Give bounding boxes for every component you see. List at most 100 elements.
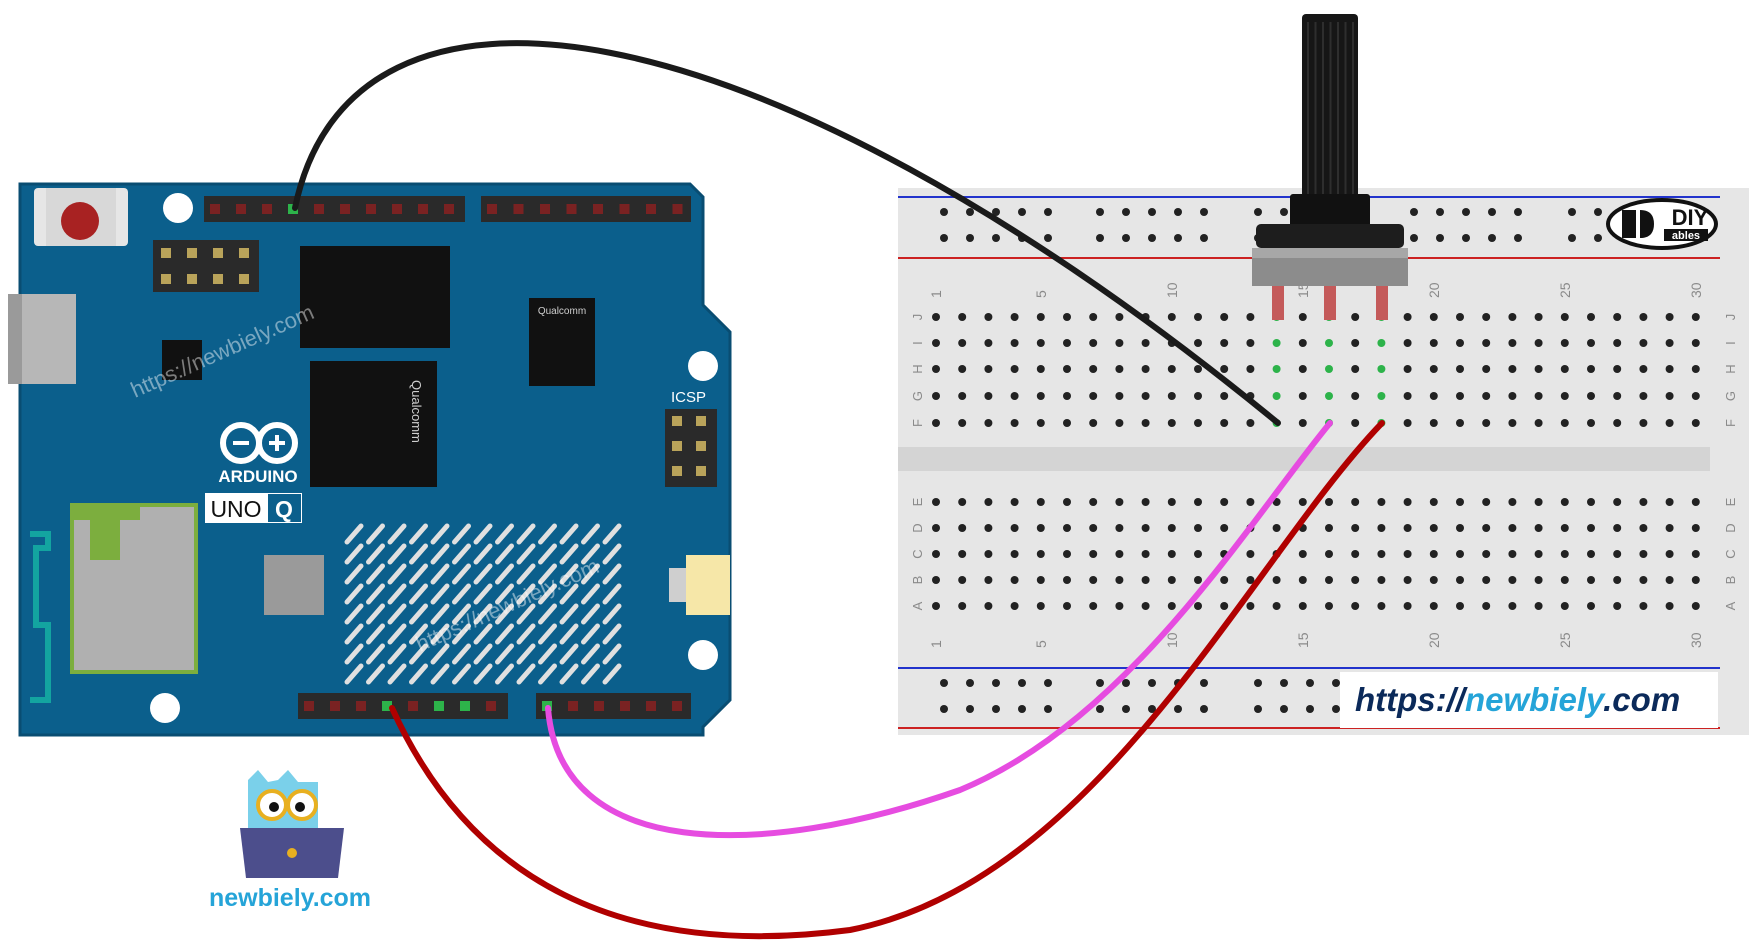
led-matrix-led — [452, 583, 471, 605]
breadboard-hole — [1141, 339, 1150, 347]
diyables-logo-sub: ables — [1672, 230, 1700, 242]
digital-header-right — [481, 196, 691, 222]
rail-hole — [1410, 234, 1418, 242]
breadboard-hole — [1639, 339, 1648, 347]
breadboard-hole — [1587, 602, 1595, 610]
breadboard-hole — [1665, 365, 1674, 373]
led-matrix-led — [387, 643, 407, 665]
header-pin — [566, 204, 577, 214]
breadboard-hole — [1246, 419, 1255, 427]
breadboard-hole — [1429, 313, 1438, 321]
column-number: 20 — [1426, 632, 1442, 648]
breadboard-hole — [1351, 602, 1360, 610]
breadboard-hole — [1560, 313, 1569, 321]
breadboard-hole — [1587, 339, 1595, 347]
column-number: 20 — [1426, 282, 1442, 298]
led-matrix-led — [366, 663, 385, 685]
led-matrix-led — [430, 643, 450, 665]
rail-hole — [1044, 705, 1052, 713]
breadboard-hole — [1639, 524, 1648, 532]
breadboard-hole — [1587, 550, 1595, 558]
breadboard-hole — [1325, 498, 1333, 506]
breadboard-hole — [1036, 524, 1045, 532]
small-header-pins — [161, 248, 249, 284]
led-matrix-led — [581, 563, 600, 585]
breadboard-hole — [958, 392, 967, 400]
breadboard-hole — [1220, 498, 1229, 506]
breadboard-hole — [1063, 498, 1071, 506]
rail-hole — [966, 208, 974, 216]
breadboard-hole — [984, 392, 993, 400]
breadboard-hole — [1167, 550, 1176, 558]
led-matrix-led — [581, 543, 600, 565]
led-matrix-led — [366, 563, 385, 585]
url-banner-bg — [1340, 672, 1718, 728]
breadboard-hole — [1665, 576, 1674, 584]
rail-hole — [966, 705, 974, 713]
led-matrix-led — [495, 523, 514, 545]
row-letter: G — [910, 391, 925, 401]
breadboard-hole — [1089, 392, 1098, 400]
analog-header — [536, 693, 691, 719]
led-matrix-led — [602, 623, 622, 645]
rail-hole — [940, 705, 948, 713]
column-number: 25 — [1557, 632, 1573, 648]
breadboard-hole — [984, 550, 993, 558]
breadboard-hole — [1010, 550, 1019, 558]
led-matrix-led — [409, 583, 428, 605]
breadboard-hole — [1063, 550, 1071, 558]
breadboard-hole — [1508, 313, 1517, 321]
led-matrix-led — [344, 543, 364, 565]
column-number: 10 — [1164, 282, 1180, 298]
breadboard-hole — [1377, 339, 1386, 347]
breadboard-hole — [1351, 365, 1360, 373]
rail-hole — [1174, 705, 1182, 713]
breadboard-hole — [1691, 550, 1700, 558]
led-matrix-led — [452, 623, 471, 645]
led-matrix-led — [602, 643, 622, 665]
breadboard-hole — [1220, 524, 1229, 532]
breadboard-hole — [932, 524, 940, 532]
led-matrix-led — [559, 563, 579, 585]
breadboard-hole — [1429, 576, 1438, 584]
breadboard-hole — [1325, 339, 1333, 347]
rail-hole — [1174, 208, 1182, 216]
breadboard-hole — [1220, 576, 1229, 584]
breadboard-hole — [1063, 365, 1071, 373]
breadboard-hole — [1351, 339, 1360, 347]
led-matrix-led — [409, 523, 428, 545]
rail-hole — [1148, 234, 1156, 242]
breadboard-hole — [1377, 498, 1386, 506]
led-matrix-led — [516, 523, 536, 545]
breadboard-hole — [1220, 313, 1229, 321]
breadboard-hole — [1115, 524, 1124, 532]
breadboard-hole — [1613, 313, 1622, 321]
rail-hole — [1018, 679, 1026, 687]
row-letter: G — [1723, 391, 1738, 401]
breadboard-hole — [1246, 498, 1255, 506]
breadboard-hole — [1298, 419, 1307, 427]
breadboard-hole — [1534, 313, 1543, 321]
rail-hole — [1122, 705, 1130, 713]
row-letter: E — [1723, 497, 1738, 506]
rail-hole — [1332, 679, 1340, 687]
breadboard-hole — [1508, 419, 1517, 427]
breadboard-hole — [1036, 313, 1045, 321]
breadboard-hole — [1089, 550, 1098, 558]
rail-hole — [992, 208, 1000, 216]
breadboard-hole — [1403, 602, 1412, 610]
led-matrix-led — [538, 643, 557, 665]
rail-hole — [1018, 705, 1026, 713]
led-matrix-led — [538, 663, 557, 685]
breadboard-hole — [1351, 550, 1360, 558]
breadboard-hole — [1298, 339, 1307, 347]
rail-hole — [1306, 705, 1314, 713]
led-matrix-led — [602, 543, 622, 565]
potentiometer — [1252, 14, 1408, 320]
breadboard-hole — [1141, 550, 1150, 558]
breadboard-hole — [1063, 576, 1071, 584]
breadboard-hole — [1167, 524, 1176, 532]
breadboard-hole — [1194, 313, 1202, 321]
breadboard-hole — [1272, 602, 1281, 610]
rail-hole — [1044, 679, 1052, 687]
